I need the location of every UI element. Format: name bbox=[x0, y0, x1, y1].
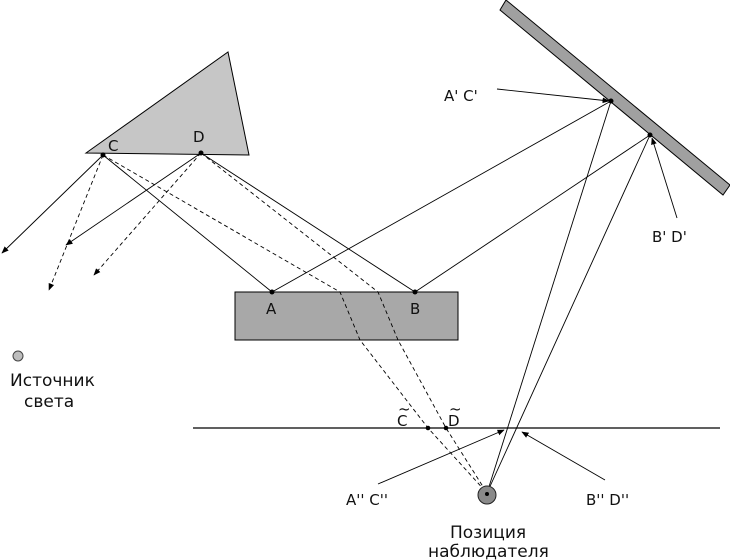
point-ac-mirror-dot bbox=[608, 98, 614, 104]
object-block bbox=[234, 291, 459, 341]
label-b: B bbox=[410, 300, 420, 318]
label-bd-screen: B'' D'' bbox=[586, 491, 629, 509]
light-source bbox=[12, 350, 24, 362]
ray-a-mirror bbox=[271, 100, 612, 293]
point-d-virtual-dot bbox=[443, 425, 449, 431]
label-bd-mirror: B' D' bbox=[652, 228, 687, 246]
label-c: C bbox=[108, 137, 118, 155]
point-bd-mirror-dot bbox=[647, 132, 653, 138]
label-ac-mirror: A' C' bbox=[444, 87, 478, 105]
prism bbox=[84, 51, 250, 156]
pointer-bd-screen bbox=[521, 431, 606, 481]
observer-label-line2: наблюдателя bbox=[428, 542, 549, 560]
pointer-ac-mirror bbox=[496, 88, 610, 104]
dashed-ray-c bbox=[102, 154, 488, 494]
pointer-ac-screen bbox=[377, 429, 505, 485]
ray-c-a bbox=[102, 154, 273, 293]
ray-d-b bbox=[200, 152, 416, 293]
ray-b-mirror bbox=[414, 134, 651, 293]
pointer-bd-mirror bbox=[651, 137, 678, 219]
source-label-line1: Источник bbox=[10, 371, 95, 391]
dashed-ray-c-out bbox=[48, 154, 104, 291]
label-ac-screen: A'' C'' bbox=[346, 491, 388, 509]
point-c-virtual-dot bbox=[425, 425, 431, 431]
tilde-c: ~ bbox=[398, 400, 411, 418]
label-a: A bbox=[266, 300, 277, 318]
mirror bbox=[499, 0, 730, 196]
point-c-dot bbox=[100, 152, 106, 158]
tilde-d: ~ bbox=[449, 400, 462, 418]
label-d-virtual: D bbox=[448, 412, 460, 430]
label-d: D bbox=[193, 128, 205, 146]
dashed-ray-d bbox=[200, 152, 488, 494]
point-a-dot bbox=[269, 289, 275, 295]
dashed-ray-d-out bbox=[93, 152, 202, 276]
observer-pupil bbox=[485, 492, 489, 496]
point-d-dot bbox=[198, 150, 204, 156]
label-c-virtual: C bbox=[397, 412, 407, 430]
source-label-line2: света bbox=[24, 392, 74, 412]
ray-mirror-observer-1 bbox=[486, 100, 612, 494]
observer-label-line1: Позиция bbox=[450, 523, 526, 543]
point-b-dot bbox=[412, 289, 418, 295]
ray-c-out bbox=[1, 154, 104, 254]
ray-mirror-observer-2 bbox=[486, 134, 651, 494]
ray-d-out bbox=[65, 152, 202, 246]
